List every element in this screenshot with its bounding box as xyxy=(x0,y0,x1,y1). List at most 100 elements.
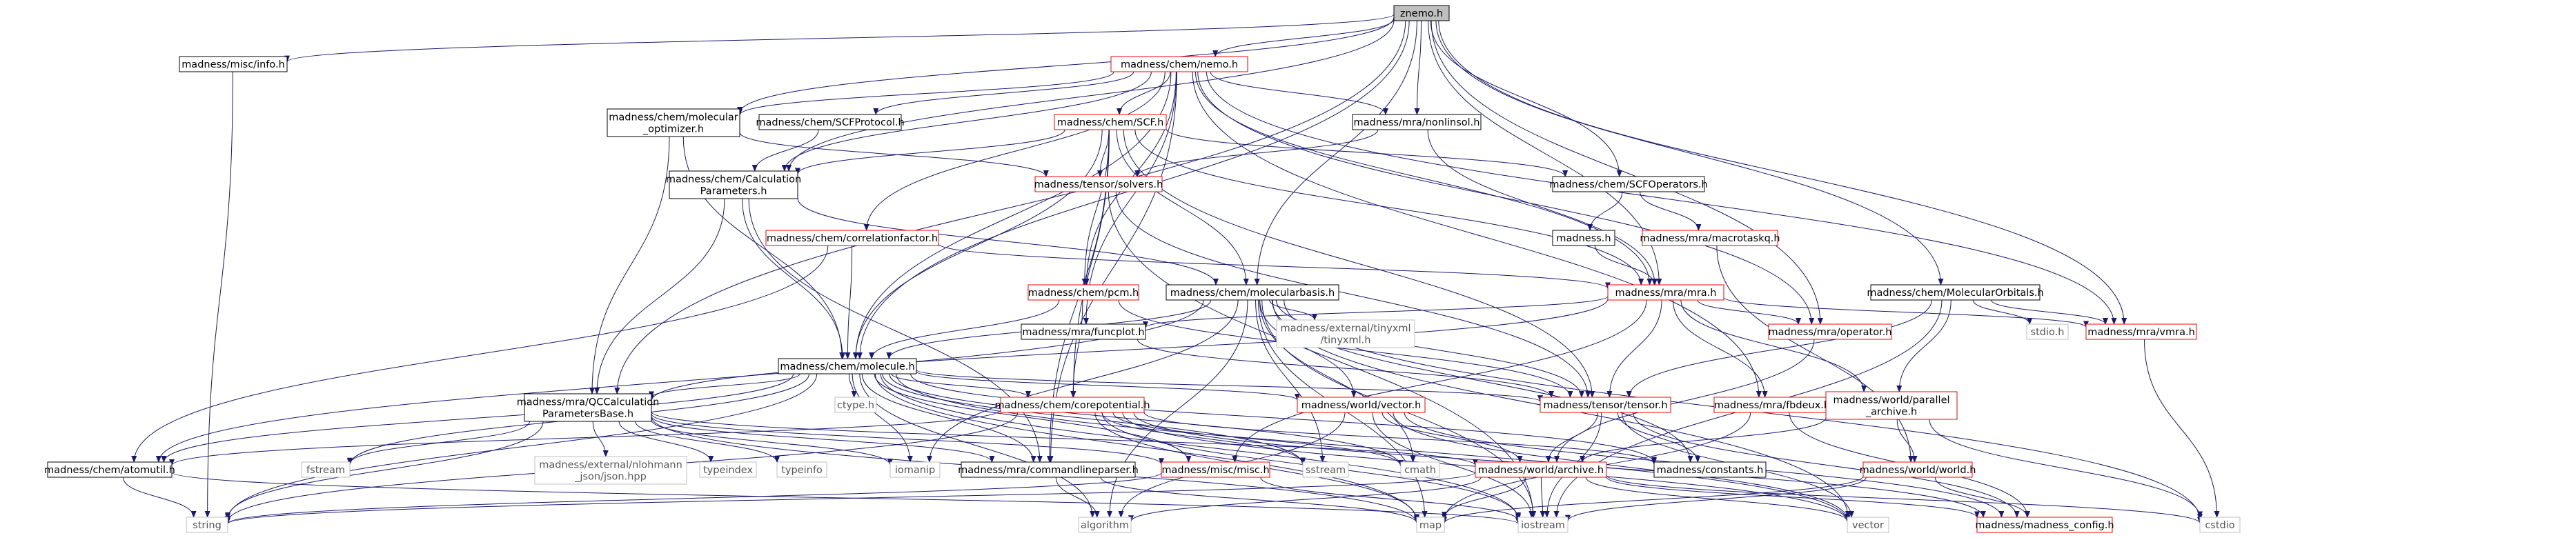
edge-scf-to-molecule xyxy=(852,129,1103,359)
node-label-tinyxml-0: madness/external/tinyxml xyxy=(1280,323,1410,334)
node-qccalc[interactable]: madness/mra/QCCalculationParametersBase.… xyxy=(517,393,660,422)
edge-mra-to-parallel xyxy=(1680,299,1867,392)
node-nemo[interactable]: madness/chem/nemo.h xyxy=(1110,56,1248,72)
node-mra[interactable]: madness/mra/mra.h xyxy=(1607,284,1724,301)
node-vector: vector xyxy=(1847,517,1889,533)
node-box-solvers xyxy=(1034,176,1163,192)
node-label-molbasis-0: madness/chem/molecularbasis.h xyxy=(1170,288,1335,299)
edge-parallel-to-cstdio xyxy=(1929,419,2203,519)
node-label-molorbitals-0: madness/chem/MolecularOrbitals.h xyxy=(1867,288,2043,299)
node-constants[interactable]: madness/constants.h xyxy=(1653,461,1767,478)
node-nonlinsol[interactable]: madness/mra/nonlinsol.h xyxy=(1352,114,1482,130)
node-label-funcplot-0: madness/mra/funcplot.h xyxy=(1022,327,1144,338)
edge-optimizer-to-solvers xyxy=(739,132,1049,177)
node-box-algorithm xyxy=(1078,517,1132,533)
node-vector_h[interactable]: madness/world/vector.h xyxy=(1297,397,1426,413)
node-scfprotocol[interactable]: madness/chem/SCFProtocol.h xyxy=(756,114,905,130)
edge-nemo-to-fbdeux xyxy=(1192,71,1762,398)
node-label-worldh-0: madness/world/world.h xyxy=(1860,465,1976,476)
node-box-operator xyxy=(1768,323,1892,340)
edge-archive-to-cstdio xyxy=(1606,474,2203,524)
node-label-cmdparser-0: madness/mra/commandlineparser.h xyxy=(958,465,1139,476)
node-label-vector-0: vector xyxy=(1852,520,1884,531)
node-archive[interactable]: madness/world/archive.h xyxy=(1475,461,1607,478)
node-config[interactable]: madness/madness_config.h xyxy=(1975,517,2114,533)
edge-molbasis-to-cmath xyxy=(1259,299,1416,463)
node-solvers[interactable]: madness/tensor/solvers.h xyxy=(1034,176,1163,192)
node-label-fbdeux-0: madness/mra/fbdeux.h xyxy=(1714,400,1830,411)
edge-qccalc-to-nlohmann xyxy=(592,421,609,457)
node-box-vector_h xyxy=(1297,397,1426,413)
node-madnessh[interactable]: madness.h xyxy=(1552,230,1615,246)
node-box-macrotaskq xyxy=(1642,230,1778,246)
node-parallel[interactable]: madness/world/parallel_archive.h xyxy=(1825,391,1958,420)
node-molorbitals[interactable]: madness/chem/MolecularOrbitals.h xyxy=(1867,284,2044,301)
node-cmdparser[interactable]: madness/mra/commandlineparser.h xyxy=(958,461,1139,478)
node-label-operator-0: madness/mra/operator.h xyxy=(1768,327,1891,338)
node-tensor[interactable]: madness/tensor/tensor.h xyxy=(1540,397,1671,413)
edge-vector_h-to-vector xyxy=(1393,412,1850,521)
node-label-tensor-0: madness/tensor/tensor.h xyxy=(1543,400,1667,411)
node-label-calcparams-0: madness/chem/Calculation xyxy=(666,174,801,186)
node-corrfactor[interactable]: madness/chem/correlationfactor.h xyxy=(765,230,939,246)
node-box-madnessh xyxy=(1552,230,1615,246)
edge-molbasis-to-algorithm xyxy=(1107,299,1248,518)
node-atomutil[interactable]: madness/chem/atomutil.h xyxy=(44,461,175,478)
edge-molecule-to-iomanip xyxy=(852,373,913,463)
edge-parallel-to-worldh xyxy=(1896,419,1918,463)
edge-corepot-to-constants xyxy=(1143,412,1657,465)
node-box-stdioh xyxy=(2026,323,2069,340)
node-box-qccalc xyxy=(524,393,652,422)
node-label-cmath-0: cmath xyxy=(1404,465,1436,476)
edge-optimizer-to-molecule xyxy=(682,136,845,359)
node-label-cstdio-0: cstdio xyxy=(2205,520,2234,531)
node-box-nemo xyxy=(1110,56,1248,72)
node-box-worldh xyxy=(1862,461,1973,478)
node-scf[interactable]: madness/chem/SCF.h xyxy=(1054,114,1167,130)
node-optimizer[interactable]: madness/chem/molecular_optimizer.h xyxy=(607,108,740,137)
node-box-cmdparser xyxy=(961,461,1136,478)
edge-molbasis-to-tensor xyxy=(1276,299,1584,398)
edge-calcparams-to-molecule xyxy=(742,198,846,359)
edge-corepot-to-atomutil xyxy=(169,409,1001,466)
edge-qccalc-to-typeinfo xyxy=(635,421,780,463)
node-info[interactable]: madness/misc/info.h xyxy=(179,56,288,72)
edge-qccalc-to-typeindex xyxy=(618,421,714,463)
edge-scfops-to-macrotaskq xyxy=(1640,191,1702,231)
edge-calcparams-to-molbasis xyxy=(797,198,1219,286)
edge-tensor-to-config xyxy=(1633,412,2020,518)
node-box-vmra xyxy=(2085,323,2197,340)
node-operator[interactable]: madness/mra/operator.h xyxy=(1768,323,1892,340)
node-box-nonlinsol xyxy=(1352,114,1482,130)
node-funcplot[interactable]: madness/mra/funcplot.h xyxy=(1021,323,1146,340)
node-scfops[interactable]: madness/chem/SCFOperators.h xyxy=(1549,176,1708,192)
edge-archive-to-iostream xyxy=(1540,477,1546,518)
node-box-calcparams xyxy=(669,170,798,199)
node-pcm[interactable]: madness/chem/pcm.h xyxy=(1028,284,1139,301)
node-miscmisc[interactable]: madness/misc/misc.h xyxy=(1161,461,1270,478)
node-label-string-0: string xyxy=(193,520,222,531)
node-macrotaskq[interactable]: madness/mra/macrotaskq.h xyxy=(1640,230,1780,246)
edge-scf-to-molbasis xyxy=(1116,129,1249,286)
node-fstream: fstream xyxy=(301,461,351,478)
node-label-parallel-1: _archive.h xyxy=(1865,407,1917,418)
edge-archive-to-algorithm xyxy=(1128,477,1482,523)
edge-molorbitals-to-vmra xyxy=(1991,299,2108,325)
node-label-iostream-0: iostream xyxy=(1521,520,1565,531)
edge-qccalc-to-string xyxy=(225,421,544,519)
edge-madnessh-to-mra xyxy=(1595,245,1658,286)
node-fbdeux[interactable]: madness/mra/fbdeux.h xyxy=(1713,397,1831,413)
edge-znemo-to-scfops xyxy=(1430,20,1622,177)
edge-nemo-to-operator xyxy=(1197,71,1815,325)
node-molbasis[interactable]: madness/chem/molecularbasis.h xyxy=(1166,284,1339,301)
node-vmra[interactable]: madness/mra/vmra.h xyxy=(2085,323,2197,340)
node-corepot[interactable]: madness/chem/corepotential.h xyxy=(994,397,1150,413)
node-label-atomutil-0: madness/chem/atomutil.h xyxy=(44,465,175,476)
edge-qccalc-to-miscmisc xyxy=(651,413,1164,466)
edge-molecule-to-vector_h xyxy=(916,371,1300,401)
node-molecule[interactable]: madness/chem/molecule.h xyxy=(778,358,917,374)
node-worldh[interactable]: madness/world/world.h xyxy=(1860,461,1976,478)
edge-nemo-to-cmdparser xyxy=(1048,71,1177,463)
node-label-vector_h-0: madness/world/vector.h xyxy=(1301,400,1422,411)
